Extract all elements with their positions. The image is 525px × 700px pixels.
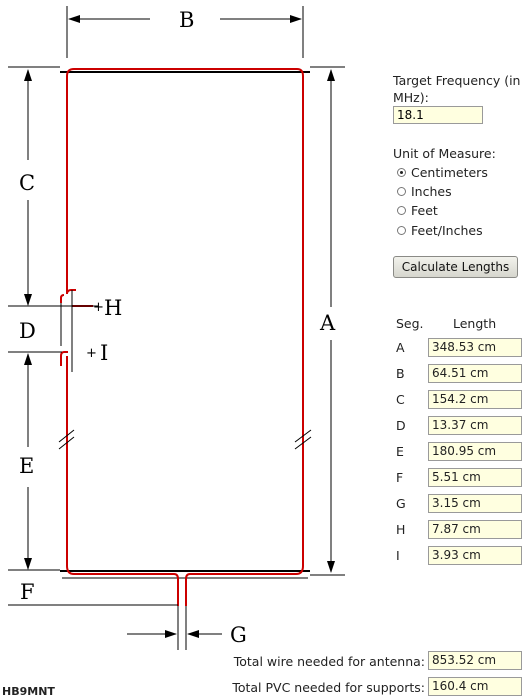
break-mark-left-1 bbox=[58, 429, 75, 443]
seg-value[interactable]: 5.51 cm bbox=[428, 468, 522, 487]
total-wire-label: Total wire needed for antenna: bbox=[233, 654, 425, 669]
label-d: D bbox=[19, 319, 36, 343]
antenna-wire bbox=[66, 68, 304, 606]
seg-name: I bbox=[396, 548, 400, 563]
dimension-d: D bbox=[8, 305, 98, 353]
seg-name: G bbox=[396, 496, 406, 511]
dimension-f: F bbox=[8, 569, 178, 606]
seg-name: C bbox=[396, 392, 405, 407]
label-e: E bbox=[19, 454, 34, 478]
unit-of-measure-label: Unit of Measure: bbox=[393, 146, 496, 161]
radio-inches[interactable] bbox=[397, 187, 406, 196]
dimension-b: B bbox=[66, 6, 304, 58]
label-f: F bbox=[20, 580, 35, 604]
seg-name: F bbox=[396, 470, 404, 485]
dimension-c: C bbox=[8, 66, 60, 306]
seg-name: H bbox=[396, 522, 406, 537]
unit-label-feet: Feet bbox=[411, 203, 438, 218]
break-mark-right-2 bbox=[294, 436, 312, 450]
seg-name: D bbox=[396, 418, 406, 433]
label-i: I bbox=[100, 341, 108, 365]
break-mark-left-2 bbox=[58, 436, 75, 450]
seg-name: A bbox=[396, 340, 405, 355]
total-pvc-label: Total PVC needed for supports: bbox=[232, 680, 425, 695]
total-wire-value[interactable]: 853.52 cm bbox=[428, 651, 522, 670]
label-b: B bbox=[179, 8, 194, 32]
label-h: H bbox=[104, 296, 122, 320]
seg-header: Seg. bbox=[396, 316, 424, 331]
length-header: Length bbox=[453, 316, 497, 331]
radio-feet[interactable] bbox=[397, 206, 406, 215]
stub-h bbox=[60, 289, 93, 307]
seg-value[interactable]: 3.93 cm bbox=[428, 546, 522, 565]
plus-h: + bbox=[93, 300, 104, 315]
target-frequency-label: Target Frequency (in MHz): bbox=[393, 73, 521, 105]
unit-label-inches: Inches bbox=[411, 184, 452, 199]
unit-option-feet[interactable]: Feet bbox=[397, 203, 438, 218]
seg-value[interactable]: 180.95 cm bbox=[428, 442, 522, 461]
radio-feet-inches[interactable] bbox=[397, 226, 406, 235]
stub-i bbox=[60, 351, 68, 366]
dimension-g: G bbox=[127, 606, 247, 650]
calculate-lengths-button[interactable]: Calculate Lengths bbox=[393, 256, 518, 278]
unit-label-feet-inches: Feet/Inches bbox=[411, 223, 483, 238]
author-credit: HB9MNT bbox=[2, 685, 55, 698]
unit-option-inches[interactable]: Inches bbox=[397, 184, 452, 199]
plus-i: + bbox=[86, 346, 97, 361]
radio-centimeters[interactable] bbox=[397, 168, 406, 177]
seg-value[interactable]: 3.15 cm bbox=[428, 494, 522, 513]
antenna-diagram: B C D E F bbox=[8, 6, 345, 650]
label-g: G bbox=[230, 623, 247, 647]
seg-value[interactable]: 154.2 cm bbox=[428, 390, 522, 409]
seg-value[interactable]: 7.87 cm bbox=[428, 520, 522, 539]
seg-value[interactable]: 348.53 cm bbox=[428, 338, 522, 357]
unit-label-centimeters: Centimeters bbox=[411, 165, 488, 180]
label-a: A bbox=[319, 311, 336, 335]
break-mark-right-1 bbox=[294, 429, 312, 443]
unit-option-feet-inches[interactable]: Feet/Inches bbox=[397, 223, 483, 238]
dimension-e: E bbox=[19, 353, 34, 570]
seg-value[interactable]: 13.37 cm bbox=[428, 416, 522, 435]
label-c: C bbox=[19, 171, 35, 195]
unit-option-centimeters[interactable]: Centimeters bbox=[397, 165, 488, 180]
target-frequency-input[interactable] bbox=[393, 106, 483, 124]
seg-name: E bbox=[396, 444, 404, 459]
seg-name: B bbox=[396, 366, 405, 381]
dimension-a: A bbox=[310, 66, 345, 576]
seg-value[interactable]: 64.51 cm bbox=[428, 364, 522, 383]
total-pvc-value[interactable]: 160.4 cm bbox=[428, 677, 522, 696]
